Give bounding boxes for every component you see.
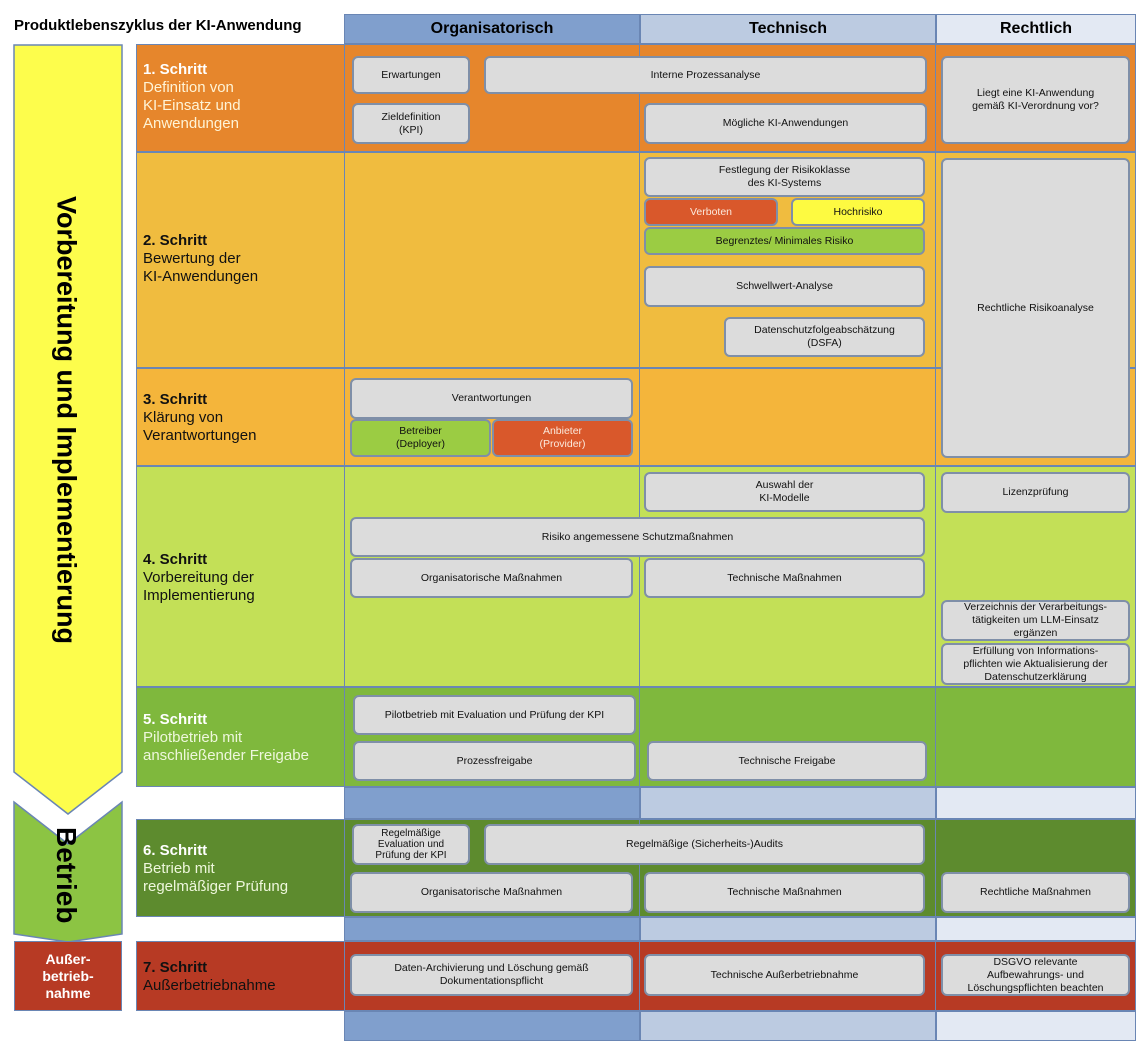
technische-massnahmen-box: Technische Maßnahmen xyxy=(644,872,925,913)
rechtliche-massnahmen-box: Rechtliche Maßnahmen xyxy=(941,872,1130,913)
diagram-title: Produktlebenszyklus der KI-Anwendung xyxy=(14,17,302,34)
lizenzpruefung-box: Lizenzprüfung xyxy=(941,472,1130,513)
prozessfreigabe-box: Prozessfreigabe xyxy=(353,741,636,781)
begrenztes-risiko-box: Begrenztes/ Minimales Risiko xyxy=(644,227,925,255)
schwellwert-analyse-box: Schwellwert-Analyse xyxy=(644,266,925,307)
step-number: 7. Schritt xyxy=(143,959,208,976)
moegliche-ki-anwendungen-box: Mögliche KI-Anwendungen xyxy=(644,103,927,144)
column-header-organisatorisch: Organisatorisch xyxy=(344,14,640,44)
step-number: 2. Schritt xyxy=(143,232,208,249)
step-text: Vorbereitung der Implementierung xyxy=(143,569,255,604)
column-strip-org xyxy=(344,917,640,941)
organisatorische-massnahmen-box: Organisatorische Maßnahmen xyxy=(350,558,633,598)
step-6-label: 6. Schritt Betrieb mit regelmäßiger Prüf… xyxy=(143,842,288,896)
verboten-box: Verboten xyxy=(644,198,778,226)
step-4-label: 4. Schritt Vorbereitung der Implementier… xyxy=(143,551,255,605)
column-strip-org xyxy=(344,1011,640,1041)
step-text: Pilotbetrieb mit anschließender Freigabe xyxy=(143,729,309,764)
dsfa-box: Datenschutzfolgeabschätzung (DSFA) xyxy=(724,317,925,357)
phase-label-prep: Vorbereitung und Implementierung xyxy=(51,195,82,645)
operation-phase-arrow xyxy=(13,800,123,943)
step-number: 6. Schritt xyxy=(143,842,208,859)
interne-prozessanalyse-box: Interne Prozessanalyse xyxy=(484,56,927,94)
step-text: Betrieb mit regelmäßiger Prüfung xyxy=(143,860,289,895)
hochrisiko-box: Hochrisiko xyxy=(791,198,925,226)
column-strip-tech xyxy=(640,1011,936,1041)
technische-ausserbetriebnahme-box: Technische Außerbetriebnahme xyxy=(644,954,925,996)
technische-massnahmen-box: Technische Maßnahmen xyxy=(644,558,925,598)
informationspflichten-box: Erfüllung von Informations- pflichten wi… xyxy=(941,643,1130,685)
step-2-label: 2. Schritt Bewertung der KI-Anwendungen xyxy=(143,232,258,286)
daten-archivierung-box: Daten-Archivierung und Löschung gemäß Do… xyxy=(350,954,633,996)
step-number: 5. Schritt xyxy=(143,711,208,728)
step-7-label: 7. Schritt Außerbetriebnahme xyxy=(143,959,276,995)
column-strip-tech xyxy=(640,917,936,941)
step-3-label: 3. Schritt Klärung von Verantwortungen xyxy=(143,391,256,445)
row-step-5 xyxy=(136,687,1136,787)
column-header-technisch: Technisch xyxy=(640,14,936,44)
column-separator xyxy=(344,44,345,1011)
step-1-label: 1. Schritt Definition von KI-Einsatz und… xyxy=(143,61,241,133)
column-strip-legal xyxy=(936,1011,1136,1041)
step-number: 4. Schritt xyxy=(143,551,208,568)
step-number: 3. Schritt xyxy=(143,391,208,408)
step-5-label: 5. Schritt Pilotbetrieb mit anschließend… xyxy=(143,711,309,765)
betreiber-box: Betreiber (Deployer) xyxy=(350,419,491,457)
technische-freigabe-box: Technische Freigabe xyxy=(647,741,927,781)
column-strip-legal xyxy=(936,917,1136,941)
column-separator xyxy=(935,44,936,1011)
dsgvo-pflichten-box: DSGVO relevante Aufbewahrungs- und Lösch… xyxy=(941,954,1130,996)
step-number: 1. Schritt xyxy=(143,61,208,78)
step-text: Definition von KI-Einsatz und Anwendunge… xyxy=(143,79,241,132)
verantwortungen-box: Verantwortungen xyxy=(350,378,633,419)
pilotbetrieb-box: Pilotbetrieb mit Evaluation und Prüfung … xyxy=(353,695,636,735)
lifecycle-arrows xyxy=(13,44,123,943)
risikoklasse-box: Festlegung der Risikoklasse des KI-Syste… xyxy=(644,157,925,197)
erwartungen-box: Erwartungen xyxy=(352,56,470,94)
sicherheits-audits-box: Regelmäßige (Sicherheits-)Audits xyxy=(484,824,925,865)
step-text: Außerbetriebnahme xyxy=(143,977,276,994)
schutzmassnahmen-box: Risiko angemessene Schutzmaßnahmen xyxy=(350,517,925,557)
column-strip-tech xyxy=(640,787,936,819)
column-header-rechtlich: Rechtlich xyxy=(936,14,1136,44)
anbieter-box: Anbieter (Provider) xyxy=(492,419,633,457)
phase-label-decommission: Außer- betrieb- nahme xyxy=(14,941,122,1011)
zieldefinition-box: Zieldefinition (KPI) xyxy=(352,103,470,144)
column-strip-org xyxy=(344,787,640,819)
step-text: Klärung von Verantwortungen xyxy=(143,409,257,444)
column-strip-legal xyxy=(936,787,1136,819)
verzeichnis-verarbeitungstaetigkeiten-box: Verzeichnis der Verarbeitungs- tätigkeit… xyxy=(941,600,1130,641)
step-text: Bewertung der KI-Anwendungen xyxy=(143,250,259,285)
liegt-ki-anwendung-vor-box: Liegt eine KI-Anwendung gemäß KI-Verordn… xyxy=(941,56,1130,144)
rechtliche-risikoanalyse-box: Rechtliche Risikoanalyse xyxy=(941,158,1130,458)
prep-phase-arrow xyxy=(13,44,123,815)
auswahl-ki-modelle-box: Auswahl der KI-Modelle xyxy=(644,472,925,512)
regelmaessige-evaluation-box: Regelmäßige Evaluation und Prüfung der K… xyxy=(352,824,470,865)
phase-label-operation: Betrieb xyxy=(51,826,82,924)
organisatorische-massnahmen-box: Organisatorische Maßnahmen xyxy=(350,872,633,913)
